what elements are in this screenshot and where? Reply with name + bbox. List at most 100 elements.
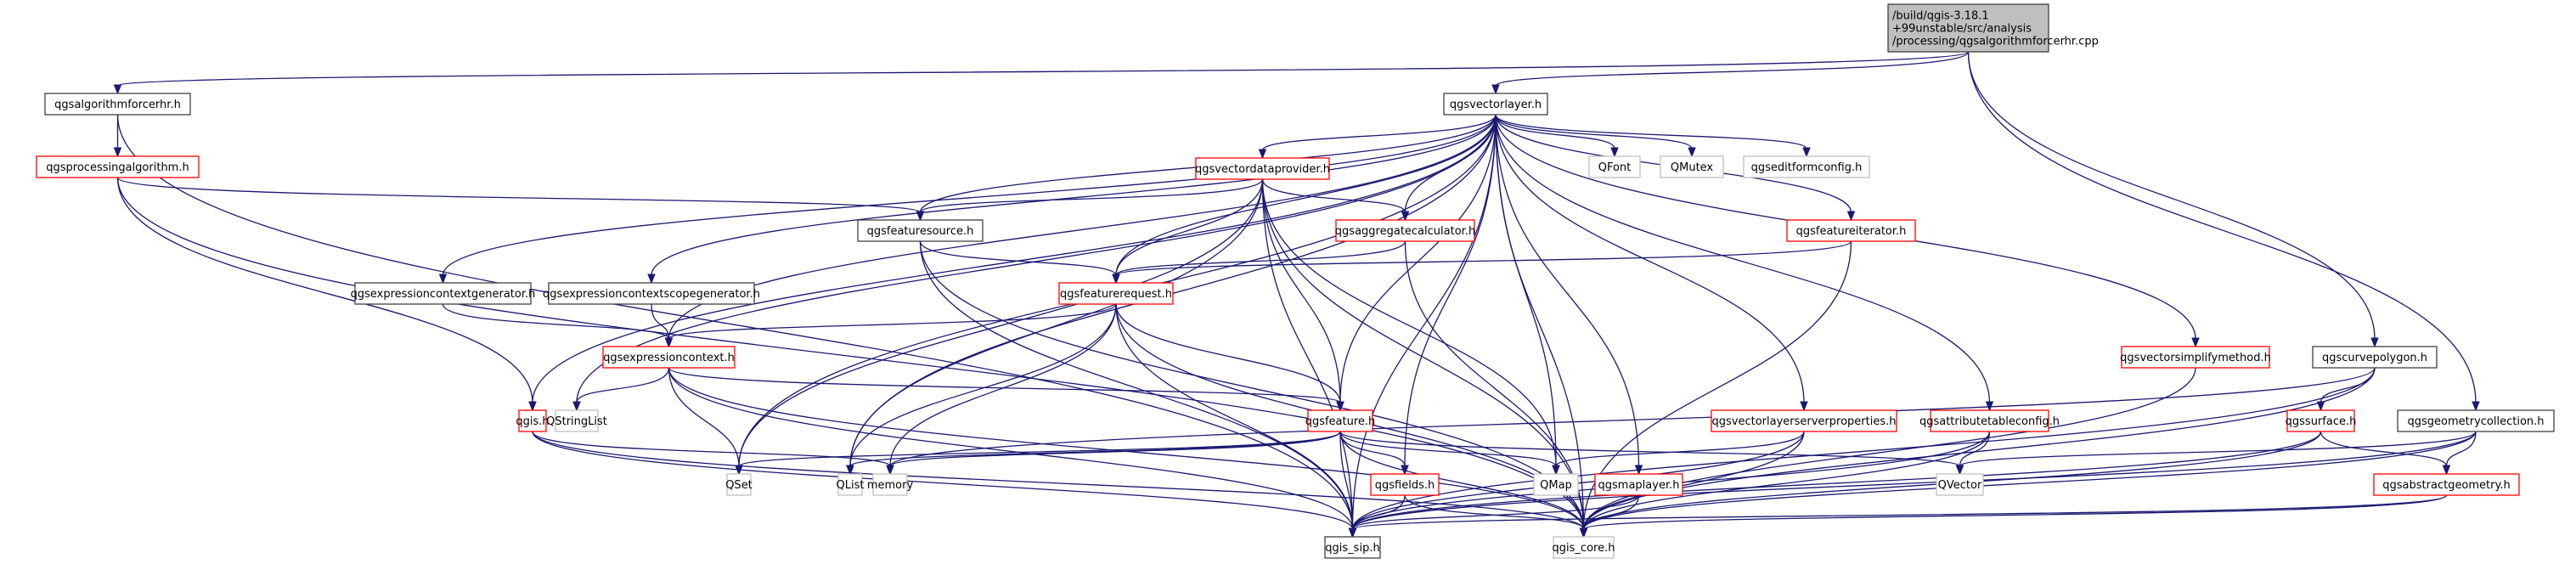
node-label: QSet <box>725 479 753 492</box>
graph-node-qgis-core-h: qgis_core.h <box>1553 536 1615 559</box>
arrowhead-icon <box>664 337 674 348</box>
graph-node-qgscurvepolygon-h[interactable]: qgscurvepolygon.h <box>2312 346 2438 369</box>
edge-qgssurface_h-to-qgsabstractgeometry_h <box>2320 431 2448 467</box>
edge-qgsprocessingalgorithm_h-to-qgis_core_h <box>116 177 1585 530</box>
node-label: qgsvectorlayerserverproperties.h <box>1712 415 1897 428</box>
edge-qgscurvepolygon_h-to-memory <box>889 367 2376 467</box>
graph-node-qgsvectordataprovider-h[interactable]: qgsvectordataprovider.h <box>1195 157 1330 180</box>
node-label: QMap <box>1540 479 1572 492</box>
edge-qgsvectorlayer_h-to-QMutex <box>1495 114 1693 149</box>
graph-node-qgsfeatureiterator-h[interactable]: qgsfeatureiterator.h <box>1786 219 1916 242</box>
node-label: QMutex <box>1671 161 1714 174</box>
edge-qgsgeometrycollection_h-to-qgsabstractgeometry_h <box>2445 431 2477 467</box>
edge-qgsvectorlayer_h-to-qgsfeature_h <box>1339 114 1497 403</box>
edge-qgsvectordataprovider_h-to-qgis_core_h <box>1261 178 1585 530</box>
node-box <box>1660 155 1724 178</box>
node-label: /processing/qgsalgorithmforcerhr.cpp <box>1892 36 2099 48</box>
graph-node-qgsattributetableconfig-h[interactable]: qgsattributetableconfig.h <box>1919 409 2060 432</box>
edge-qgsvectordataprovider_h-to-QSet <box>738 178 1264 467</box>
node-label: qgsexpressioncontextscopegenerator.h <box>543 288 760 301</box>
graph-node-QStringList: QStringList <box>546 409 607 432</box>
graph-node-qgsexpressioncontextscopegenerator-h[interactable]: qgsexpressioncontextscopegenerator.h <box>543 282 760 305</box>
edge-qgis_h-to-qgis_core_h <box>532 431 1585 530</box>
edge-qgsvectorlayer_h-to-qgsfeaturerequest_h <box>1115 114 1497 276</box>
graph-node-qgis-sip-h[interactable]: qgis_sip.h <box>1324 536 1381 559</box>
node-box <box>857 219 984 242</box>
edge-qgsvectorlayer_h-to-qgsmaplayer_h <box>1495 114 1640 467</box>
edge-qgsabstractgeometry_h-to-qgis_sip_h <box>1351 494 2448 530</box>
edge-qgis_h-to-qgis_sip_h <box>532 431 1354 530</box>
arrowhead-icon <box>647 274 656 285</box>
arrowhead-icon <box>1112 274 1120 285</box>
edge-qgsvectorlayer_h-to-qgsvectorlayerserverproperties_h <box>1495 114 1805 403</box>
node-label: qgsfeaturerequest.h <box>1060 288 1172 301</box>
node-label: qgsgeometrycollection.h <box>2407 415 2544 428</box>
graph-node-qgsmaplayer-h[interactable]: qgsmaplayer.h <box>1594 473 1683 496</box>
edge-qgsvectordataprovider_h-to-QList <box>849 178 1264 467</box>
edge-qgsexpressioncontext_h-to-qgsfeature_h <box>668 367 1341 403</box>
graph-node-qgsfeaturerequest-h[interactable]: qgsfeaturerequest.h <box>1058 282 1174 305</box>
node-box <box>602 346 736 369</box>
graph-node-qgsalgorithmforcerhr-h[interactable]: qgsalgorithmforcerhr.h <box>44 93 191 116</box>
graph-node-qgsfeature-h[interactable]: qgsfeature.h <box>1305 409 1376 432</box>
arrowhead-icon <box>1610 147 1619 158</box>
graph-node-qgsfeaturesource-h[interactable]: qgsfeaturesource.h <box>857 219 984 242</box>
graph-node-qgsabstractgeometry-h[interactable]: qgsabstractgeometry.h <box>2373 473 2520 496</box>
edge-root-to-qgsalgorithmforcerhr_h <box>116 51 1970 87</box>
graph-node-qgsexpressioncontextgenerator-h[interactable]: qgsexpressioncontextgenerator.h <box>351 282 536 305</box>
node-box <box>2121 346 2270 369</box>
node-box <box>354 282 532 305</box>
arrowhead-icon <box>113 84 122 95</box>
node-label: qgsalgorithmforcerhr.h <box>54 99 181 111</box>
graph-node-qgsgeometrycollection-h[interactable]: qgsgeometrycollection.h <box>2397 409 2555 432</box>
edge-qgsexpressioncontext_h-to-QStringList <box>576 367 670 403</box>
node-box <box>2312 346 2438 369</box>
arrowhead-icon <box>572 401 581 412</box>
node-box <box>1936 473 1984 496</box>
graph-node-qgsvectorlayerserverproperties-h[interactable]: qgsvectorlayerserverproperties.h <box>1711 409 1897 432</box>
arrowhead-icon <box>1985 401 1994 412</box>
edge-qgsvectorlayer_h-to-qgis_h <box>532 114 1497 403</box>
edge-qgsexpressioncontext_h-to-qgis_sip_h <box>668 367 1354 530</box>
edge-qgssurface_h-to-qgis_sip_h <box>1351 431 2322 530</box>
arrowhead-icon <box>846 465 854 476</box>
edge-qgsprocessingalgorithm_h-to-qgis_h <box>116 177 533 403</box>
edges-layer <box>113 51 2480 539</box>
node-label: memory <box>867 479 914 492</box>
edge-qgsattributetableconfig_h-to-qgis_core_h <box>1582 431 1991 530</box>
arrowhead-icon <box>1579 527 1588 539</box>
graph-node-qgsexpressioncontext-h[interactable]: qgsexpressioncontext.h <box>602 346 736 369</box>
arrowhead-icon <box>1800 401 1808 412</box>
node-box <box>1743 155 1870 178</box>
graph-node-qgsaggregatecalculator-h[interactable]: qgsaggregatecalculator.h <box>1335 219 1475 242</box>
edge-qgsfeature_h-to-qgis_sip_h <box>1339 431 1354 530</box>
node-box <box>872 473 908 496</box>
node-box <box>1786 219 1916 242</box>
node-label: qgsattributetableconfig.h <box>1919 415 2060 428</box>
edge-qgsvectordataprovider_h-to-qgsaggregatecalculator_h <box>1261 178 1406 213</box>
edge-qgsvectordataprovider_h-to-QMap <box>1261 178 1557 467</box>
node-label: qgsexpressioncontext.h <box>603 352 735 364</box>
graph-node-qgis-h[interactable]: qgis.h <box>516 409 550 432</box>
node-box <box>1930 409 2049 432</box>
node-box <box>837 473 863 496</box>
graph-node-qgsfields-h[interactable]: qgsfields.h <box>1370 473 1440 496</box>
edge-qgsfeature_h-to-QMap <box>1339 431 1557 467</box>
node-box <box>2373 473 2520 496</box>
edge-qgsprocessingalgorithm_h-to-qgsfeaturesource_h <box>116 177 922 213</box>
node-label: qgsfields.h <box>1375 479 1435 492</box>
arrowhead-icon <box>2472 401 2480 412</box>
edge-qgsvectorlayer_h-to-qgsattributetableconfig_h <box>1495 114 1991 403</box>
edge-root-to-qgscurvepolygon_h <box>1967 51 2376 340</box>
graph-node-qgssurface-h[interactable]: qgssurface.h <box>2286 409 2357 432</box>
edge-qgsvectorlayer_h-to-qgsexpressioncontextscopegenerator_h <box>651 114 1497 276</box>
graph-node-qgsvectorlayer-h[interactable]: qgsvectorlayer.h <box>1443 93 1548 116</box>
graph-node-qgsvectorsimplifymethod-h[interactable]: qgsvectorsimplifymethod.h <box>2120 346 2271 369</box>
edge-qgsmaplayer_h-to-qgis_sip_h <box>1351 494 1640 530</box>
node-box <box>1195 157 1330 180</box>
edge-qgsvectordataprovider_h-to-qgis_sip_h <box>1261 178 1354 530</box>
graph-node-root[interactable]: /build/qgis-3.18.1+99unstable/src/analys… <box>1887 3 2099 53</box>
graph-node-qgsprocessingalgorithm-h[interactable]: qgsprocessingalgorithm.h <box>36 155 200 178</box>
arrowhead-icon <box>2370 337 2379 348</box>
node-label: qgsaggregatecalculator.h <box>1335 225 1475 238</box>
